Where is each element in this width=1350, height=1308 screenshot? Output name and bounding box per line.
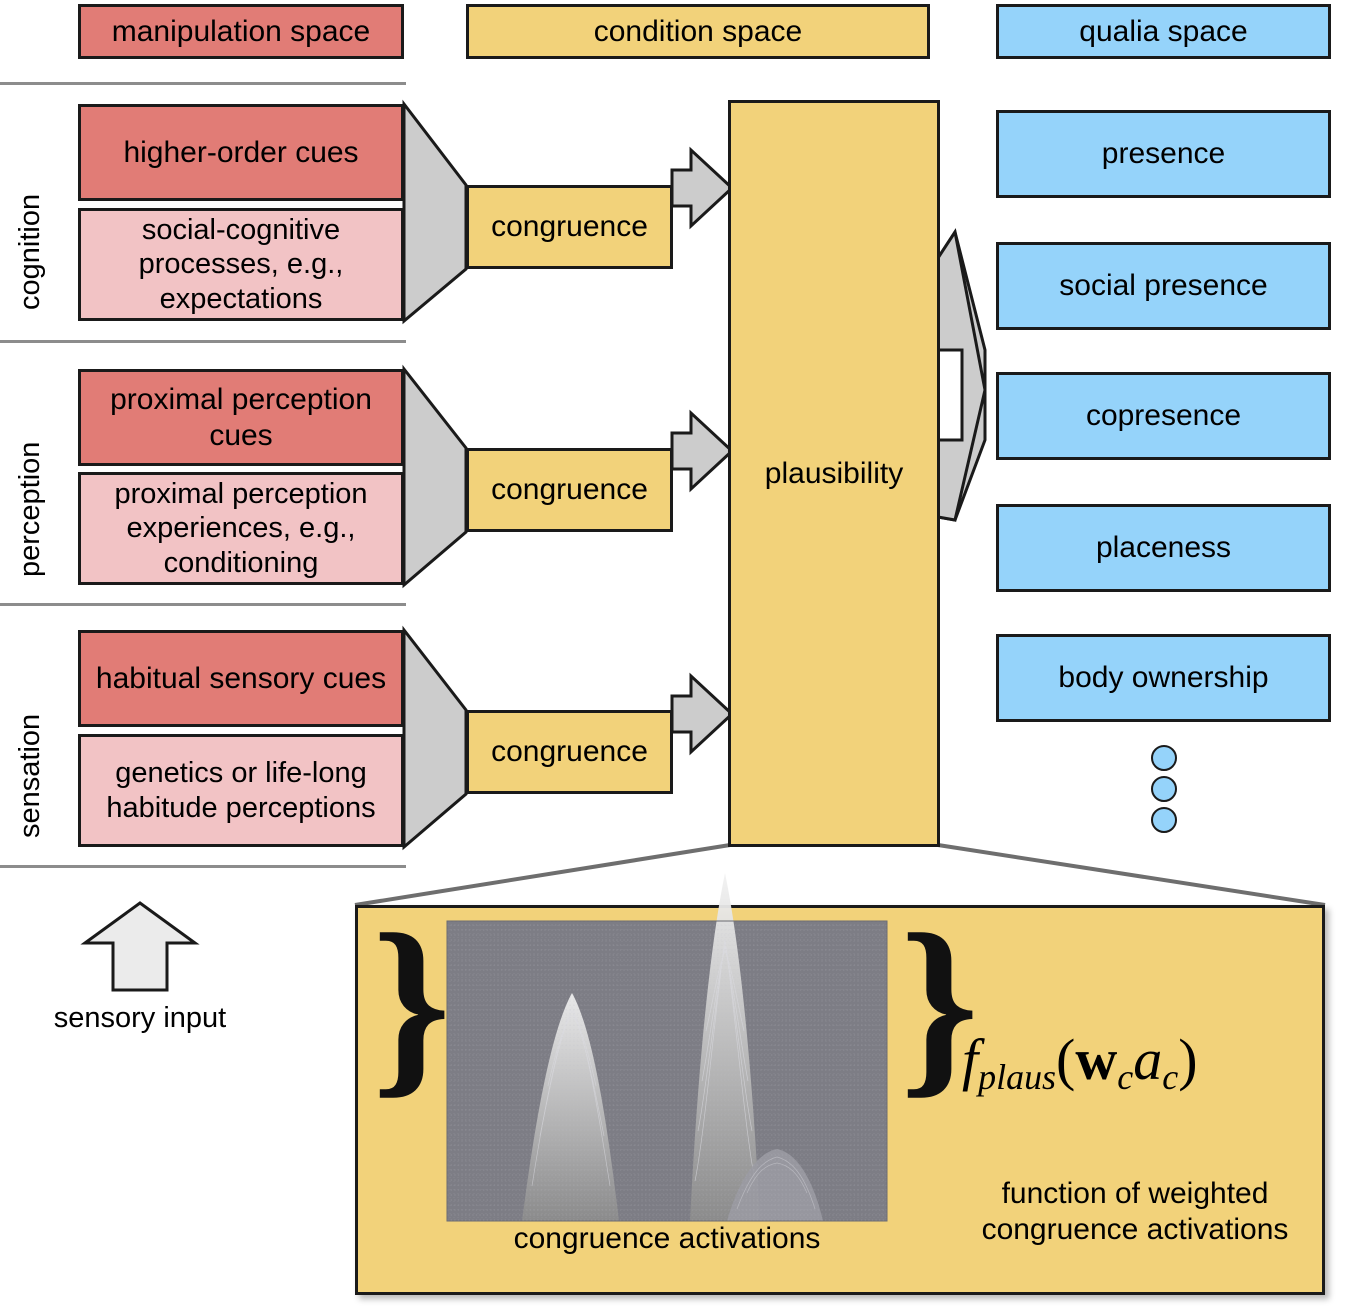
congruence-box-cognition-label: congruence — [491, 210, 648, 244]
separator-cognition-perception — [0, 340, 406, 343]
congruence-box-sensation: congruence — [466, 710, 673, 794]
stage-label-sensation: sensation — [14, 714, 47, 838]
congruence-activation-surface — [446, 873, 888, 1222]
formula-caption-text: function of weighted congruence activati… — [981, 1177, 1289, 1246]
header-condition-space: condition space — [466, 4, 930, 59]
formula-w-sub: c — [1117, 1057, 1134, 1098]
stage-label-sensation-text: sensation — [14, 713, 46, 838]
sensory-input-label-text: sensory input — [53, 1002, 227, 1034]
qualia-box-body-ownership-label: body ownership — [1058, 661, 1269, 695]
funnel-cognition — [402, 99, 468, 325]
surface-peak-tall — [690, 873, 760, 1221]
left-brace-icon: } — [372, 894, 451, 1115]
experience-box-cognition: social-cognitive processes, e.g., expect… — [78, 208, 404, 321]
qualia-box-placeness: placeness — [996, 504, 1331, 592]
funnel-sensation — [402, 625, 468, 851]
surface-peak-mid — [522, 993, 619, 1221]
plausibility-formula: fplaus(wcac) — [962, 1026, 1198, 1098]
experience-box-perception-label: proximal perception experiences, e.g., c… — [114, 478, 368, 579]
experience-box-sensation-label: genetics or life-long habitude perceptio… — [106, 757, 376, 824]
experience-box-perception: proximal perception experiences, e.g., c… — [78, 472, 404, 585]
cue-box-perception: proximal perception cues — [78, 369, 404, 466]
cue-box-sensation-label: habitual sensory cues — [95, 661, 387, 695]
arrow-plausibility-to-qualia — [936, 228, 987, 522]
qualia-box-social-presence: social presence — [996, 242, 1331, 330]
cue-box-cognition-label: higher-order cues — [123, 135, 359, 169]
header-manipulation-space-label: manipulation space — [111, 14, 371, 48]
surface-caption-text: congruence activations — [513, 1222, 821, 1255]
qualia-box-copresence-label: copresence — [1085, 399, 1242, 433]
arrow-sensation-to-plausibility — [670, 672, 735, 756]
cue-box-cognition: higher-order cues — [78, 104, 404, 201]
congruence-box-perception-label: congruence — [491, 473, 648, 507]
congruence-box-sensation-label: congruence — [491, 735, 648, 769]
separator-bottom — [0, 865, 406, 868]
surface-bump-low — [727, 1149, 823, 1221]
stage-label-perception: perception — [14, 442, 47, 577]
formula-caption: function of weighted congruence activati… — [940, 1176, 1330, 1248]
qualia-more-dot-1 — [1151, 745, 1177, 771]
formula-w: w — [1075, 1027, 1118, 1092]
formula-a: a — [1133, 1027, 1163, 1092]
plausibility-box: plausibility — [728, 100, 940, 847]
formula-f: f — [962, 1027, 979, 1092]
separator-top — [0, 82, 406, 85]
sensory-input-arrow — [80, 901, 200, 992]
qualia-more-dot-3 — [1151, 807, 1177, 833]
plausibility-label: plausibility — [764, 456, 904, 490]
congruence-box-cognition: congruence — [466, 185, 673, 269]
formula-open-paren: ( — [1056, 1027, 1076, 1092]
arrow-cognition-to-plausibility — [670, 146, 735, 230]
header-condition-space-label: condition space — [593, 14, 803, 48]
formula-close-paren: ) — [1178, 1027, 1198, 1092]
cue-box-sensation: habitual sensory cues — [78, 630, 404, 727]
separator-perception-sensation — [0, 603, 406, 606]
qualia-more-dot-2 — [1151, 776, 1177, 802]
surface-caption: congruence activations — [402, 1222, 932, 1256]
formula-f-sub: plaus — [978, 1057, 1057, 1098]
stage-label-perception-text: perception — [14, 441, 46, 577]
qualia-box-body-ownership: body ownership — [996, 634, 1331, 722]
experience-box-sensation: genetics or life-long habitude perceptio… — [78, 734, 404, 847]
arrow-plausibility-to-qualia-outline — [936, 228, 987, 522]
qualia-box-presence-label: presence — [1101, 137, 1226, 171]
right-brace-icon: } — [900, 894, 979, 1115]
qualia-box-copresence: copresence — [996, 372, 1331, 460]
header-manipulation-space: manipulation space — [78, 4, 404, 59]
cue-box-perception-label: proximal perception cues — [110, 383, 372, 452]
sensory-input-label: sensory input — [40, 1002, 240, 1035]
congruence-box-perception: congruence — [466, 448, 673, 532]
arrow-perception-to-plausibility — [670, 409, 735, 493]
zoom-connector-right — [937, 843, 1326, 907]
qualia-box-presence: presence — [996, 110, 1331, 198]
qualia-box-placeness-label: placeness — [1095, 531, 1232, 565]
header-qualia-space: qualia space — [996, 4, 1331, 59]
experience-box-cognition-label: social-cognitive processes, e.g., expect… — [138, 214, 344, 315]
qualia-box-social-presence-label: social presence — [1059, 269, 1268, 303]
header-qualia-space-label: qualia space — [1079, 14, 1248, 48]
stage-label-cognition: cognition — [14, 194, 47, 310]
stage-label-cognition-text: cognition — [14, 193, 46, 310]
funnel-perception — [402, 364, 468, 589]
formula-a-sub: c — [1162, 1057, 1179, 1098]
